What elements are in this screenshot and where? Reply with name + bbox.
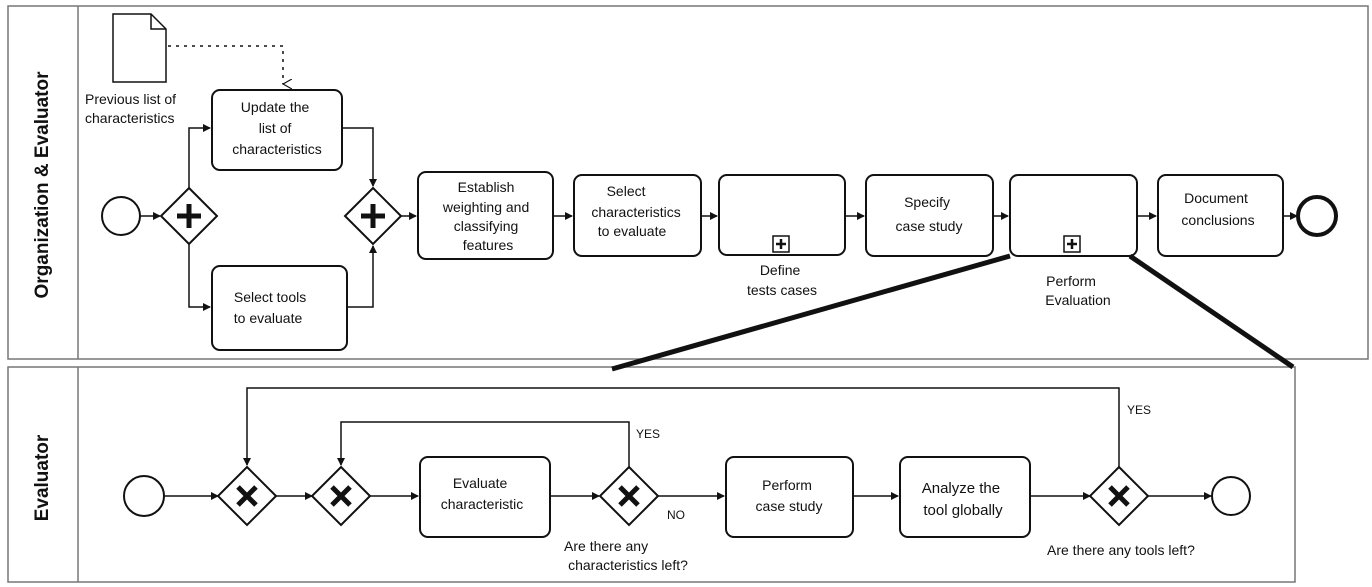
- task-analyze-tool-label: Analyze the tool globally: [922, 480, 1005, 519]
- task-document-conclusions-label: Document conclusions: [1181, 190, 1254, 228]
- subprocess-expand-icon: [772, 235, 790, 253]
- task-perform-case-study[interactable]: [725, 456, 854, 538]
- pool-title-evaluator: Evaluator: [32, 434, 53, 521]
- task-select-tools[interactable]: [211, 265, 348, 351]
- task-evaluate-characteristic[interactable]: [419, 456, 551, 538]
- task-perform-case-study-label: Perform case study: [756, 477, 823, 514]
- end-event-evaluator: [1211, 476, 1251, 516]
- exclusive-gateway-tools-left: [1088, 465, 1150, 527]
- label-no: NO: [667, 508, 685, 522]
- question-tools-left: Are there any tools left?: [1047, 542, 1195, 558]
- task-specify-case-study-label: Specify case study: [896, 194, 963, 234]
- label-yes-outer: YES: [1127, 403, 1151, 417]
- loop-yes-characteristics: [337, 421, 630, 467]
- label-yes-inner: YES: [636, 427, 660, 441]
- exclusive-gateway-tools-loop: [216, 465, 278, 527]
- zoom-connector-right: [1128, 253, 1295, 370]
- zoom-connector-left: [611, 253, 1011, 372]
- task-analyze-tool[interactable]: [899, 456, 1031, 538]
- subprocess-define-label: Define tests cases: [747, 262, 817, 298]
- exclusive-gateway-characteristics-loop: [310, 465, 372, 527]
- task-select-characteristics-label: Select characteristics to evaluate: [591, 183, 684, 239]
- question-characteristics-left: Are there any characteristics left?: [564, 538, 688, 573]
- loop-yes-tools: [243, 387, 1120, 467]
- start-event-evaluator: [123, 475, 165, 517]
- subprocess-expand-icon: [1063, 235, 1081, 253]
- end-event: [1296, 195, 1338, 237]
- task-establish-weighting-label: Establish weighting and classifying feat…: [442, 179, 533, 253]
- exclusive-gateway-characteristics-left: [598, 465, 660, 527]
- pool-title-organization: Organization & Evaluator: [32, 71, 53, 299]
- parallel-gateway-join: [343, 186, 403, 246]
- task-specify-case-study[interactable]: [865, 174, 994, 257]
- start-event: [101, 196, 141, 236]
- task-update-list-label: Update the list of characteristics: [232, 99, 321, 157]
- data-association: [168, 45, 283, 84]
- task-select-tools-label: Select tools to evaluate: [234, 289, 310, 326]
- document-label: Previous list of characteristics: [85, 91, 180, 126]
- subprocess-perform-evaluation-label: Perform Evaluation: [1045, 273, 1110, 308]
- task-evaluate-characteristic-label: Evaluate characteristic: [441, 475, 523, 512]
- task-update-list[interactable]: [211, 89, 343, 171]
- pool-evaluator: Evaluator: [7, 366, 1296, 583]
- subprocess-define-test-cases[interactable]: [718, 174, 846, 256]
- document-icon: [112, 13, 167, 83]
